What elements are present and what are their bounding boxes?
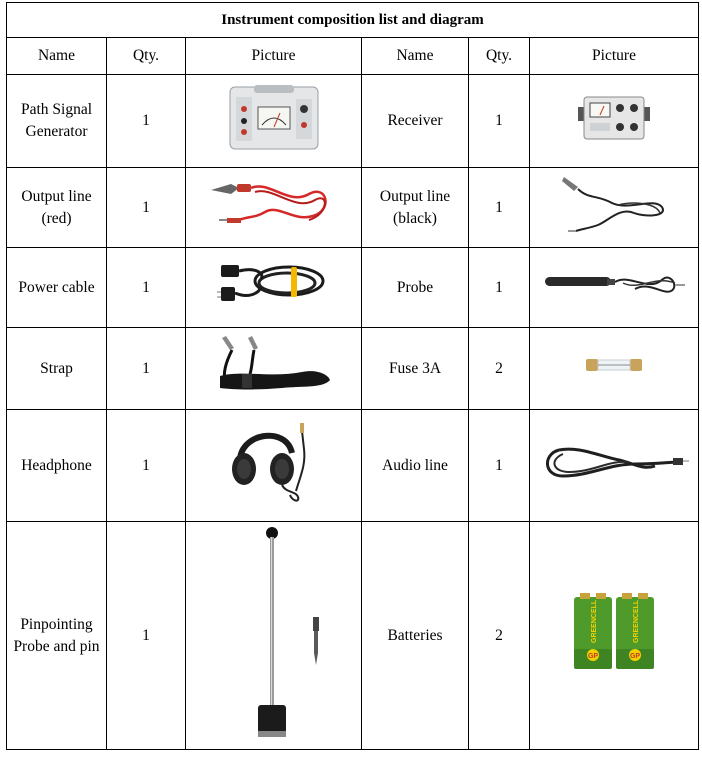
item-name: Receiver [361, 74, 469, 168]
battery-left: GP GREENCELL [574, 593, 612, 669]
header-row: Name Qty. Picture Name Qty. Picture [6, 37, 699, 75]
black-output-line-icon [562, 177, 664, 232]
item-picture [185, 247, 362, 328]
item-qty: 1 [106, 167, 186, 248]
table-title: Instrument composition list and diagram [6, 2, 699, 38]
signal-generator-icon [229, 84, 318, 149]
item-picture [529, 409, 699, 522]
item-name: Fuse 3A [361, 327, 469, 410]
item-picture [185, 521, 362, 750]
item-name: Probe [361, 247, 469, 328]
table-row: Power cable 1 Probe 1 [6, 247, 699, 328]
item-picture [185, 167, 362, 248]
item-picture [529, 247, 699, 328]
header-qty-right: Qty. [468, 37, 530, 75]
item-name: Batteries [361, 521, 469, 750]
item-picture [529, 327, 699, 410]
item-qty: 2 [468, 327, 530, 410]
item-picture [185, 74, 362, 168]
battery-logo: GP [588, 653, 598, 660]
table-row: Strap 1 Fuse 3A 2 [6, 327, 699, 410]
item-name: Output line (black) [361, 167, 469, 248]
power-cable-icon [216, 265, 324, 301]
table-row: Output line (red) 1 Output line (black) … [6, 167, 699, 248]
fuse-icon [586, 359, 642, 371]
item-qty: 1 [106, 327, 186, 410]
item-name: Headphone [6, 409, 107, 522]
table-row: Path Signal Generator 1 Receiver 1 [6, 74, 699, 168]
item-name: Path Signal Generator [6, 74, 107, 168]
item-picture [529, 74, 699, 168]
battery-label: GREENCELL [591, 599, 598, 643]
header-qty-left: Qty. [106, 37, 186, 75]
item-name: Output line (red) [6, 167, 107, 248]
battery-label: GREENCELL [633, 599, 640, 643]
audio-line-icon [546, 447, 689, 478]
red-output-line-icon [210, 184, 327, 223]
item-qty: 1 [468, 409, 530, 522]
pinpointing-probe-icon [257, 527, 319, 737]
header-name-right: Name [361, 37, 469, 75]
item-qty: 1 [468, 247, 530, 328]
strap-icon [219, 336, 330, 390]
item-name: Power cable [6, 247, 107, 328]
item-picture [529, 167, 699, 248]
item-qty: 1 [106, 521, 186, 750]
item-picture [185, 327, 362, 410]
item-qty: 1 [468, 74, 530, 168]
batteries-icon: GP GREENCELL GP GREENCELL [574, 593, 654, 669]
table-row: Pinpointing Probe and pin 1 Batteries 2 [6, 521, 699, 750]
battery-right: GP GREENCELL [616, 593, 654, 669]
header-name-left: Name [6, 37, 107, 75]
header-picture-left: Picture [185, 37, 362, 75]
item-name: Audio line [361, 409, 469, 522]
receiver-icon [578, 96, 650, 139]
item-name: Pinpointing Probe and pin [6, 521, 107, 750]
item-qty: 1 [106, 247, 186, 328]
item-qty: 1 [106, 409, 186, 522]
item-qty: 1 [468, 167, 530, 248]
header-picture-right: Picture [529, 37, 699, 75]
item-qty: 2 [468, 521, 530, 750]
headphone-icon [231, 423, 305, 502]
instrument-table: Instrument composition list and diagram … [6, 2, 699, 750]
item-picture [185, 409, 362, 522]
table-row: Headphone 1 Audio line 1 [6, 409, 699, 522]
item-name: Strap [6, 327, 107, 410]
item-qty: 1 [106, 74, 186, 168]
battery-logo: GP [630, 653, 640, 660]
item-picture: GP GREENCELL GP GREENCELL [529, 521, 699, 750]
probe-icon [545, 276, 685, 293]
